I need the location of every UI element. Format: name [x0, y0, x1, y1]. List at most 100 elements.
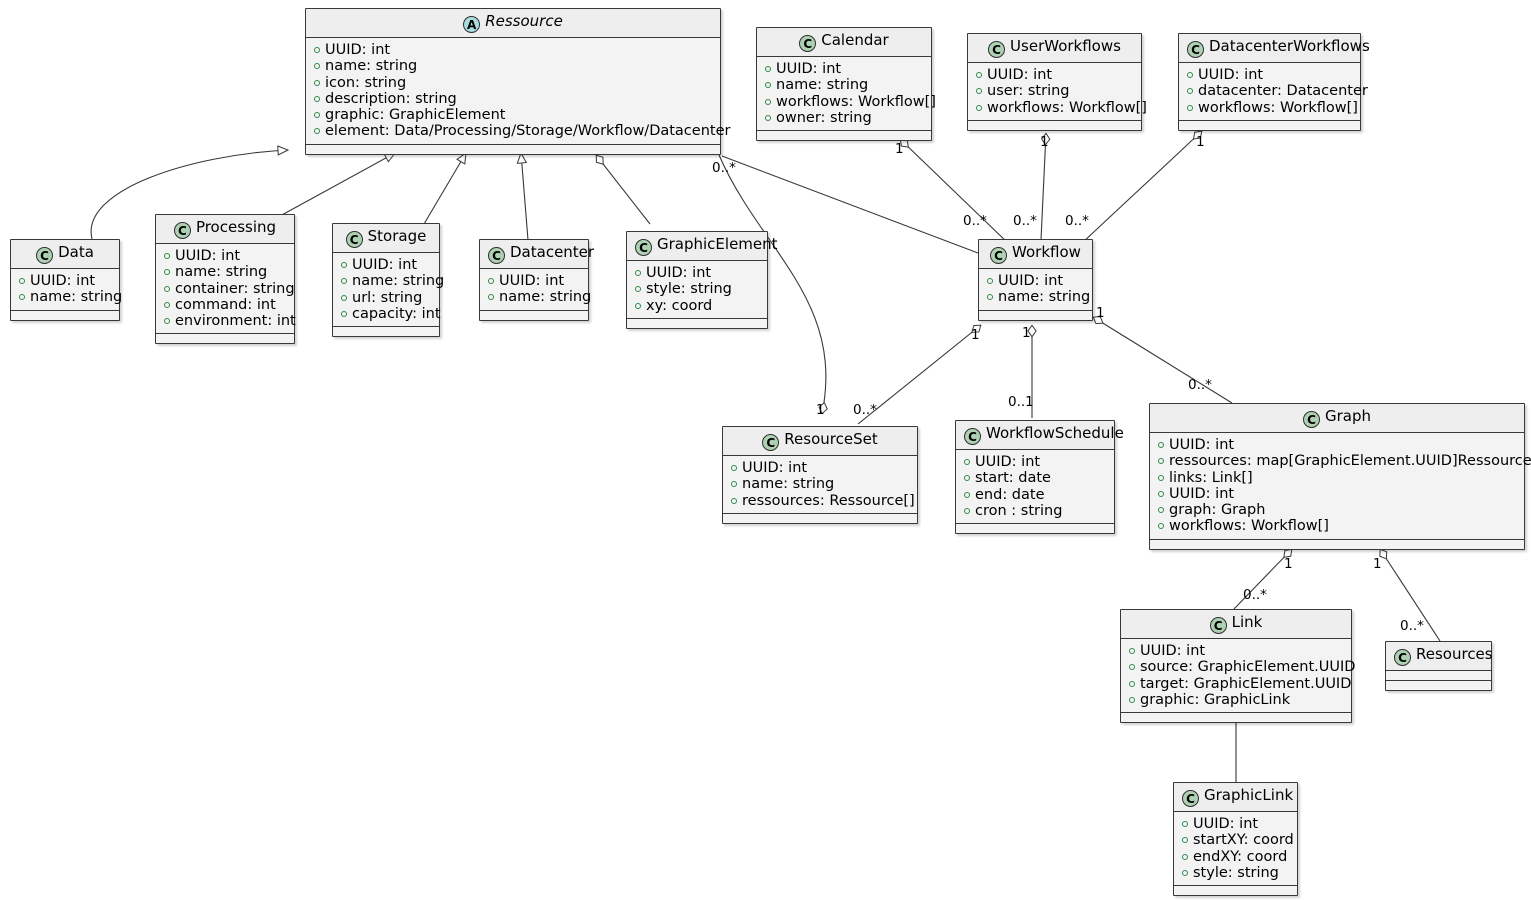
attribute-row: name: string [164, 264, 288, 280]
attribute-row: container: string [164, 281, 295, 297]
attribute-row: UUID: int [1182, 816, 1291, 832]
attribute-text: description: string [325, 90, 457, 107]
visibility-package-icon [635, 302, 641, 309]
multiplicity-label: 1 [816, 402, 825, 418]
visibility-package-icon [341, 310, 347, 317]
attribute-row: source: GraphicElement.UUID [1129, 659, 1355, 675]
class-name-resourceset: ResourceSet [784, 430, 878, 448]
attribute-row: environment: int [164, 313, 296, 329]
class-methods-data [11, 309, 119, 320]
visibility-package-icon [1187, 72, 1193, 78]
attribute-text: UUID: int [987, 67, 1053, 83]
edge-calendar-to-workflow [900, 138, 1011, 246]
class-name-graph: Graph [1324, 407, 1371, 425]
visibility-package-icon [964, 507, 970, 514]
class-methods-calendar [757, 130, 931, 141]
visibility-package-icon [164, 269, 170, 276]
multiplicity-label: 1 [1040, 134, 1049, 150]
visibility-package-icon [1158, 458, 1164, 465]
multiplicity-label: 1 [1022, 325, 1031, 341]
attribute-row: graphic: GraphicLink [1129, 692, 1345, 708]
visibility-package-icon [976, 72, 982, 78]
attribute-row: UUID: int [19, 273, 113, 289]
attribute-text: command: int [175, 296, 276, 313]
visibility-package-icon [1129, 680, 1135, 687]
visibility-package-icon [635, 270, 641, 276]
class-icon: C [173, 222, 191, 239]
visibility-package-icon [1182, 869, 1188, 876]
class-icon: C [964, 428, 981, 445]
attribute-row: UUID: int [976, 67, 1135, 83]
abstract-class-icon: A [463, 16, 481, 33]
attribute-row: name: string [341, 273, 444, 289]
visibility-package-icon [1158, 523, 1164, 530]
class-icon: C [1182, 790, 1199, 807]
attribute-row: ressources: Ressource[] [731, 493, 915, 509]
visibility-package-icon [1182, 821, 1188, 827]
attribute-row: target: GraphicElement.UUID [1129, 676, 1351, 692]
visibility-package-icon [314, 95, 320, 102]
attribute-text: name: string [742, 476, 835, 493]
class-methods-processing [156, 333, 294, 344]
visibility-package-icon [1129, 664, 1135, 671]
attribute-row: command: int [164, 297, 288, 313]
class-name-ressource: Ressource [485, 12, 563, 30]
attribute-row: UUID: int [488, 273, 582, 289]
attribute-text: startXY: coord [1193, 832, 1294, 849]
attribute-text: UUID: int [646, 265, 712, 281]
attribute-text: name: string [325, 58, 418, 75]
attribute-row: UUID: int [964, 454, 1108, 470]
class-methods-workflowschedule [956, 523, 1114, 534]
attribute-text: UUID: int [1169, 437, 1235, 453]
multiplicity-label: 1 [971, 327, 980, 343]
edge-datacenterworkflows-to-workflow [1081, 130, 1202, 244]
class-methods-datacenterworkflows [1179, 119, 1360, 130]
attribute-row: endXY: coord [1182, 849, 1291, 865]
visibility-package-icon [314, 47, 320, 53]
class-icon: C [988, 41, 1006, 58]
attribute-text: name: string [352, 273, 445, 290]
multiplicity-label: 1 [1284, 556, 1293, 572]
visibility-package-icon [1129, 648, 1135, 654]
class-icon: C [345, 231, 363, 248]
class-name-calendar: Calendar [821, 31, 889, 49]
visibility-package-icon [976, 88, 982, 95]
attribute-text: style: string [1193, 864, 1279, 881]
attribute-text: target: GraphicElement.UUID [1140, 675, 1352, 692]
visibility-package-icon [765, 114, 771, 121]
attribute-row: name: string [731, 476, 911, 492]
visibility-package-icon [19, 278, 25, 284]
attribute-row: start: date [964, 470, 1108, 486]
class-name-link: Link [1231, 613, 1263, 631]
attribute-text: source: GraphicElement.UUID [1140, 659, 1356, 676]
attribute-text: workflows: Workflow[] [1198, 99, 1358, 116]
attribute-text: UUID: int [325, 42, 391, 58]
attribute-text: graphic: GraphicLink [1140, 691, 1291, 708]
